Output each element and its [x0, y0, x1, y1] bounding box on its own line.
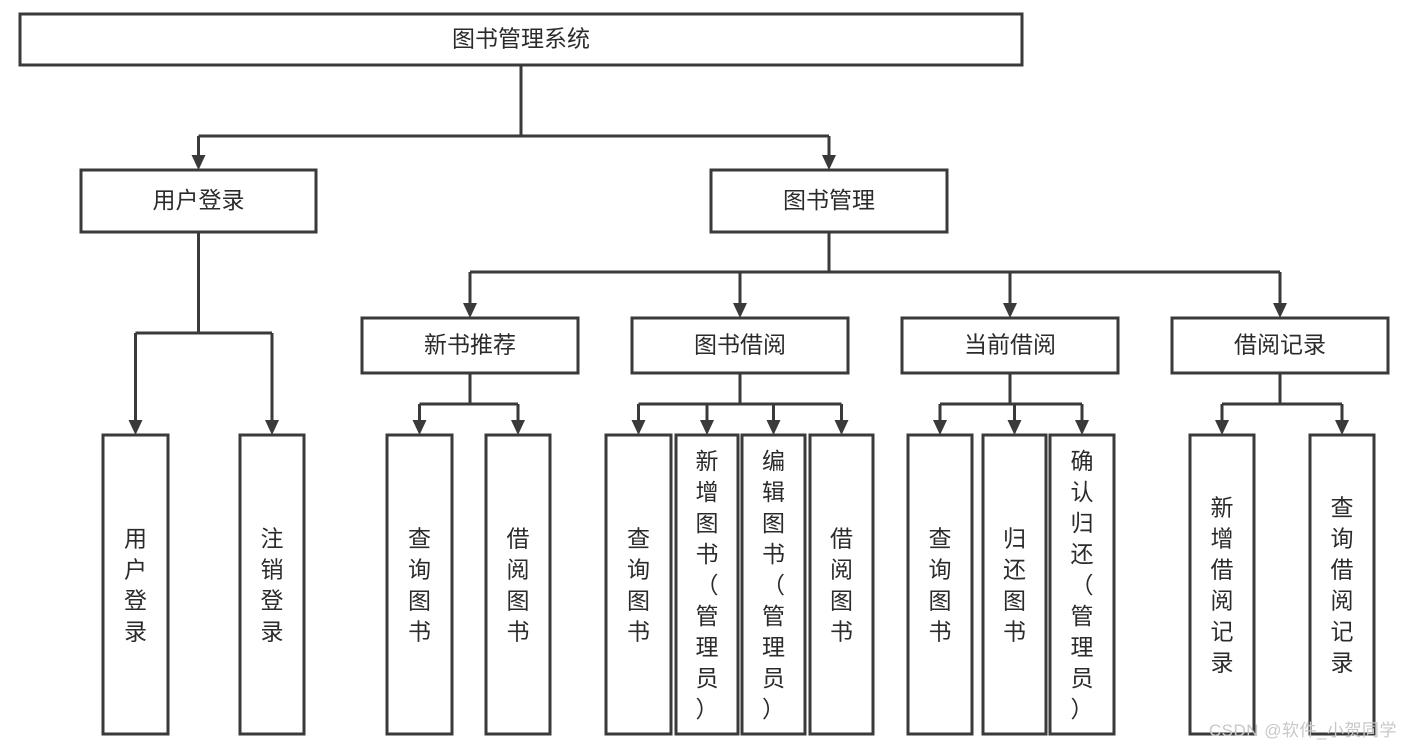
node-box-rect [385, 433, 454, 736]
node-label: 用户登录 [153, 187, 245, 213]
node-box-rect [1048, 433, 1116, 736]
arrowhead-icon [1003, 303, 1017, 318]
node-box-rect [808, 433, 875, 736]
node-label: 当前借阅 [964, 332, 1056, 358]
node-leaf-9[interactable]: 归还图书 [981, 433, 1048, 736]
node-label: 借阅图书 [830, 526, 853, 645]
arrowhead-icon [412, 420, 427, 435]
node-leaf-2[interactable]: 查询图书 [385, 433, 454, 736]
node-box-rect [238, 433, 306, 736]
node-leaf-7[interactable]: 借阅图书 [808, 433, 875, 736]
node-label: 图书借阅 [694, 332, 786, 358]
node-label: 查询借阅记录 [1331, 495, 1354, 676]
arrowhead-icon [265, 420, 279, 435]
arrowhead-icon [1335, 420, 1349, 435]
node-label: 新增借阅记录 [1211, 495, 1234, 676]
connector-lines [128, 65, 1349, 435]
node-leaf-6[interactable]: 编辑图书（管理员） [740, 433, 807, 736]
arrowhead-icon [463, 303, 477, 318]
node-box-rect [674, 433, 740, 736]
node-box-rect [101, 433, 170, 736]
node-box-rect [1170, 316, 1390, 375]
node-box-rect [79, 168, 318, 234]
node-box-rect [18, 12, 1024, 67]
node-box-rect [484, 433, 552, 736]
node-label: 注销登录 [261, 526, 284, 645]
node-leaf-10[interactable]: 确认归还（管理员） [1048, 433, 1116, 736]
node-label: 查询图书 [627, 526, 650, 645]
node-label: 借阅图书 [507, 526, 530, 645]
node-l2-1[interactable]: 图书管理 [709, 168, 949, 234]
arrowhead-icon [733, 303, 747, 318]
node-box-rect [740, 433, 807, 736]
node-leaf-1[interactable]: 注销登录 [238, 433, 306, 736]
node-label: 用户登录 [124, 526, 147, 645]
arrowhead-icon [766, 420, 781, 435]
node-boxes: 图书管理系统用户登录图书管理新书推荐图书借阅当前借阅借阅记录用户登录注销登录查询… [18, 12, 1390, 736]
arrowhead-icon [128, 420, 143, 435]
arrowhead-icon [1273, 303, 1287, 318]
node-label: 编辑图书（管理员） [762, 448, 785, 722]
node-label: 查询图书 [408, 526, 431, 645]
node-box-rect [604, 433, 673, 736]
node-box-rect [360, 316, 580, 375]
arrowhead-icon [822, 155, 836, 170]
node-leaf-4[interactable]: 查询图书 [604, 433, 673, 736]
node-label: 归还图书 [1003, 526, 1026, 645]
arrowhead-icon [933, 420, 947, 435]
node-leaf-5[interactable]: 新增图书（管理员） [674, 433, 740, 736]
node-leaf-11[interactable]: 新增借阅记录 [1188, 433, 1256, 736]
node-box-rect [1188, 433, 1256, 736]
node-root-0[interactable]: 图书管理系统 [18, 12, 1024, 67]
node-box-rect [981, 433, 1048, 736]
arrowhead-icon [1075, 420, 1089, 435]
node-label: 图书管理系统 [452, 26, 590, 52]
node-label: 图书管理 [783, 187, 875, 213]
node-label: 新书推荐 [424, 332, 516, 358]
arrowhead-icon [1215, 420, 1229, 435]
node-leaf-12[interactable]: 查询借阅记录 [1308, 433, 1376, 736]
node-box-rect [1308, 433, 1376, 736]
node-leaf-0[interactable]: 用户登录 [101, 433, 170, 736]
arrowhead-icon [631, 420, 646, 435]
arrowhead-icon [511, 420, 525, 435]
node-l3-1[interactable]: 图书借阅 [630, 316, 850, 375]
node-label: 查询图书 [929, 526, 952, 645]
node-leaf-8[interactable]: 查询图书 [906, 433, 974, 736]
arrowhead-icon [700, 420, 714, 435]
arrowhead-icon [834, 420, 849, 435]
node-label: 新增图书（管理员） [696, 448, 719, 722]
node-label: 借阅记录 [1234, 332, 1326, 358]
node-l3-0[interactable]: 新书推荐 [360, 316, 580, 375]
node-label: 确认归还（管理员） [1071, 448, 1094, 722]
arrowhead-icon [1007, 420, 1022, 435]
node-l2-0[interactable]: 用户登录 [79, 168, 318, 234]
node-l3-3[interactable]: 借阅记录 [1170, 316, 1390, 375]
arrowhead-icon [191, 155, 206, 170]
node-box-rect [900, 316, 1120, 375]
node-box-rect [906, 433, 974, 736]
node-box-rect [709, 168, 949, 234]
node-leaf-3[interactable]: 借阅图书 [484, 433, 552, 736]
node-box-rect [630, 316, 850, 375]
node-l3-2[interactable]: 当前借阅 [900, 316, 1120, 375]
